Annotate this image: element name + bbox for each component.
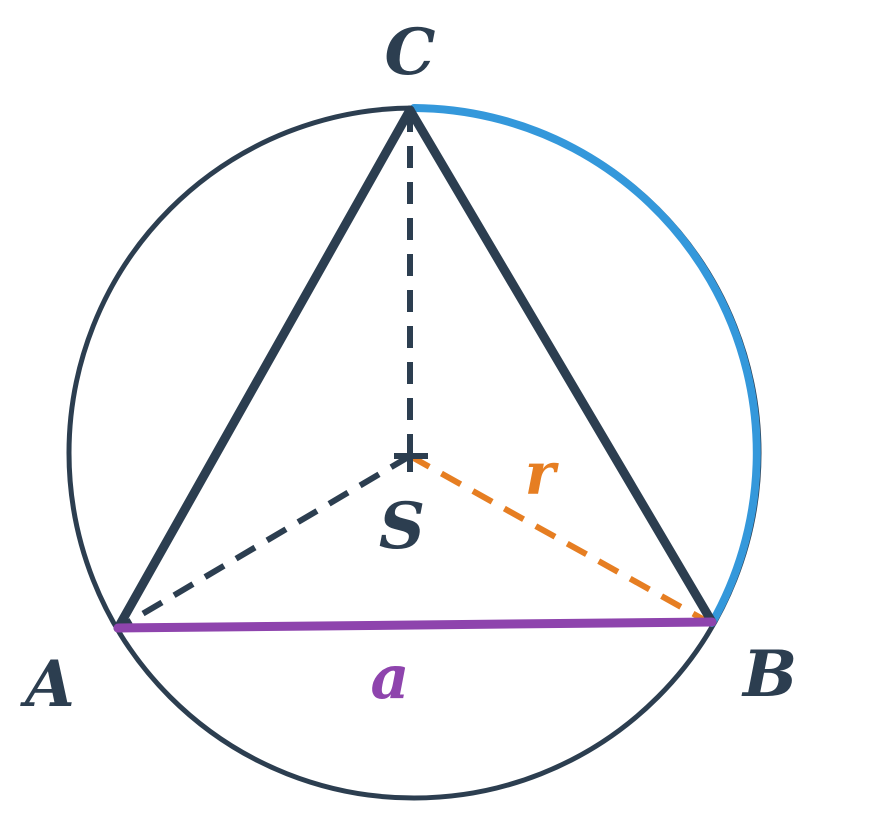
side-ab: [113, 617, 717, 633]
side-cb: [405, 105, 717, 627]
label-radius: r: [525, 440, 560, 508]
radius-sb: [408, 453, 710, 625]
label-vertex-a: A: [20, 647, 75, 722]
label-vertex-b: B: [741, 637, 797, 712]
radius-sa: [120, 453, 412, 629]
label-side: a: [371, 643, 410, 713]
arc-cb: [410, 104, 761, 627]
side-ca: [113, 105, 415, 633]
label-center: S: [379, 489, 425, 564]
label-vertex-c: C: [385, 15, 436, 90]
center-mark: [394, 440, 428, 472]
